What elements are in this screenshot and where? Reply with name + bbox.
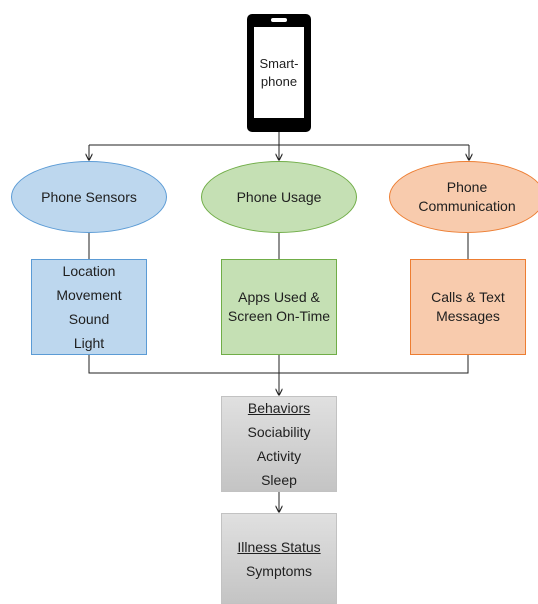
phone-usage-title: Phone Usage [236,188,322,205]
phone-communication-node: Phone Communication [389,161,538,233]
behaviors-item-sleep: Sleep [261,472,297,488]
phone-communication-title-line-1: Phone [446,179,488,195]
smartphone-label-line-2: phone [260,73,298,89]
illness-status-box: Illness Status Symptoms [221,513,337,604]
sensors-item-movement: Movement [56,287,122,303]
illness-item-symptoms: Symptoms [245,562,313,579]
behaviors-heading: Behaviors [247,400,311,416]
sensors-item-light: Light [73,335,105,351]
communication-detail-box: Calls & Text Messages [410,259,526,355]
usage-detail-box: Apps Used & Screen On-Time [221,259,337,355]
smartphone-screen: Smart- phone [254,27,304,118]
usage-item-screen-time: Screen On-Time [227,308,331,324]
behaviors-item-activity: Activity [256,448,302,464]
behaviors-box: Behaviors Sociability Activity Sleep [221,396,337,492]
phone-sensors-title: Phone Sensors [41,188,137,205]
smartphone-label-line-1: Smart- [259,55,299,71]
behaviors-item-sociability: Sociability [247,424,311,440]
communication-item-messages: Messages [436,308,500,324]
phone-sensors-node: Phone Sensors [11,161,167,233]
phone-speaker-icon [271,18,287,22]
phone-communication-title-line-2: Communication [418,198,516,214]
sensors-item-sound: Sound [68,311,110,327]
illness-status-heading: Illness Status [237,538,321,555]
sensors-detail-box: Location Movement Sound Light [31,259,147,355]
phone-usage-node: Phone Usage [201,161,357,233]
usage-item-apps: Apps Used & [238,289,320,305]
sensors-item-location: Location [62,263,116,279]
communication-item-calls: Calls & Text [431,289,505,305]
